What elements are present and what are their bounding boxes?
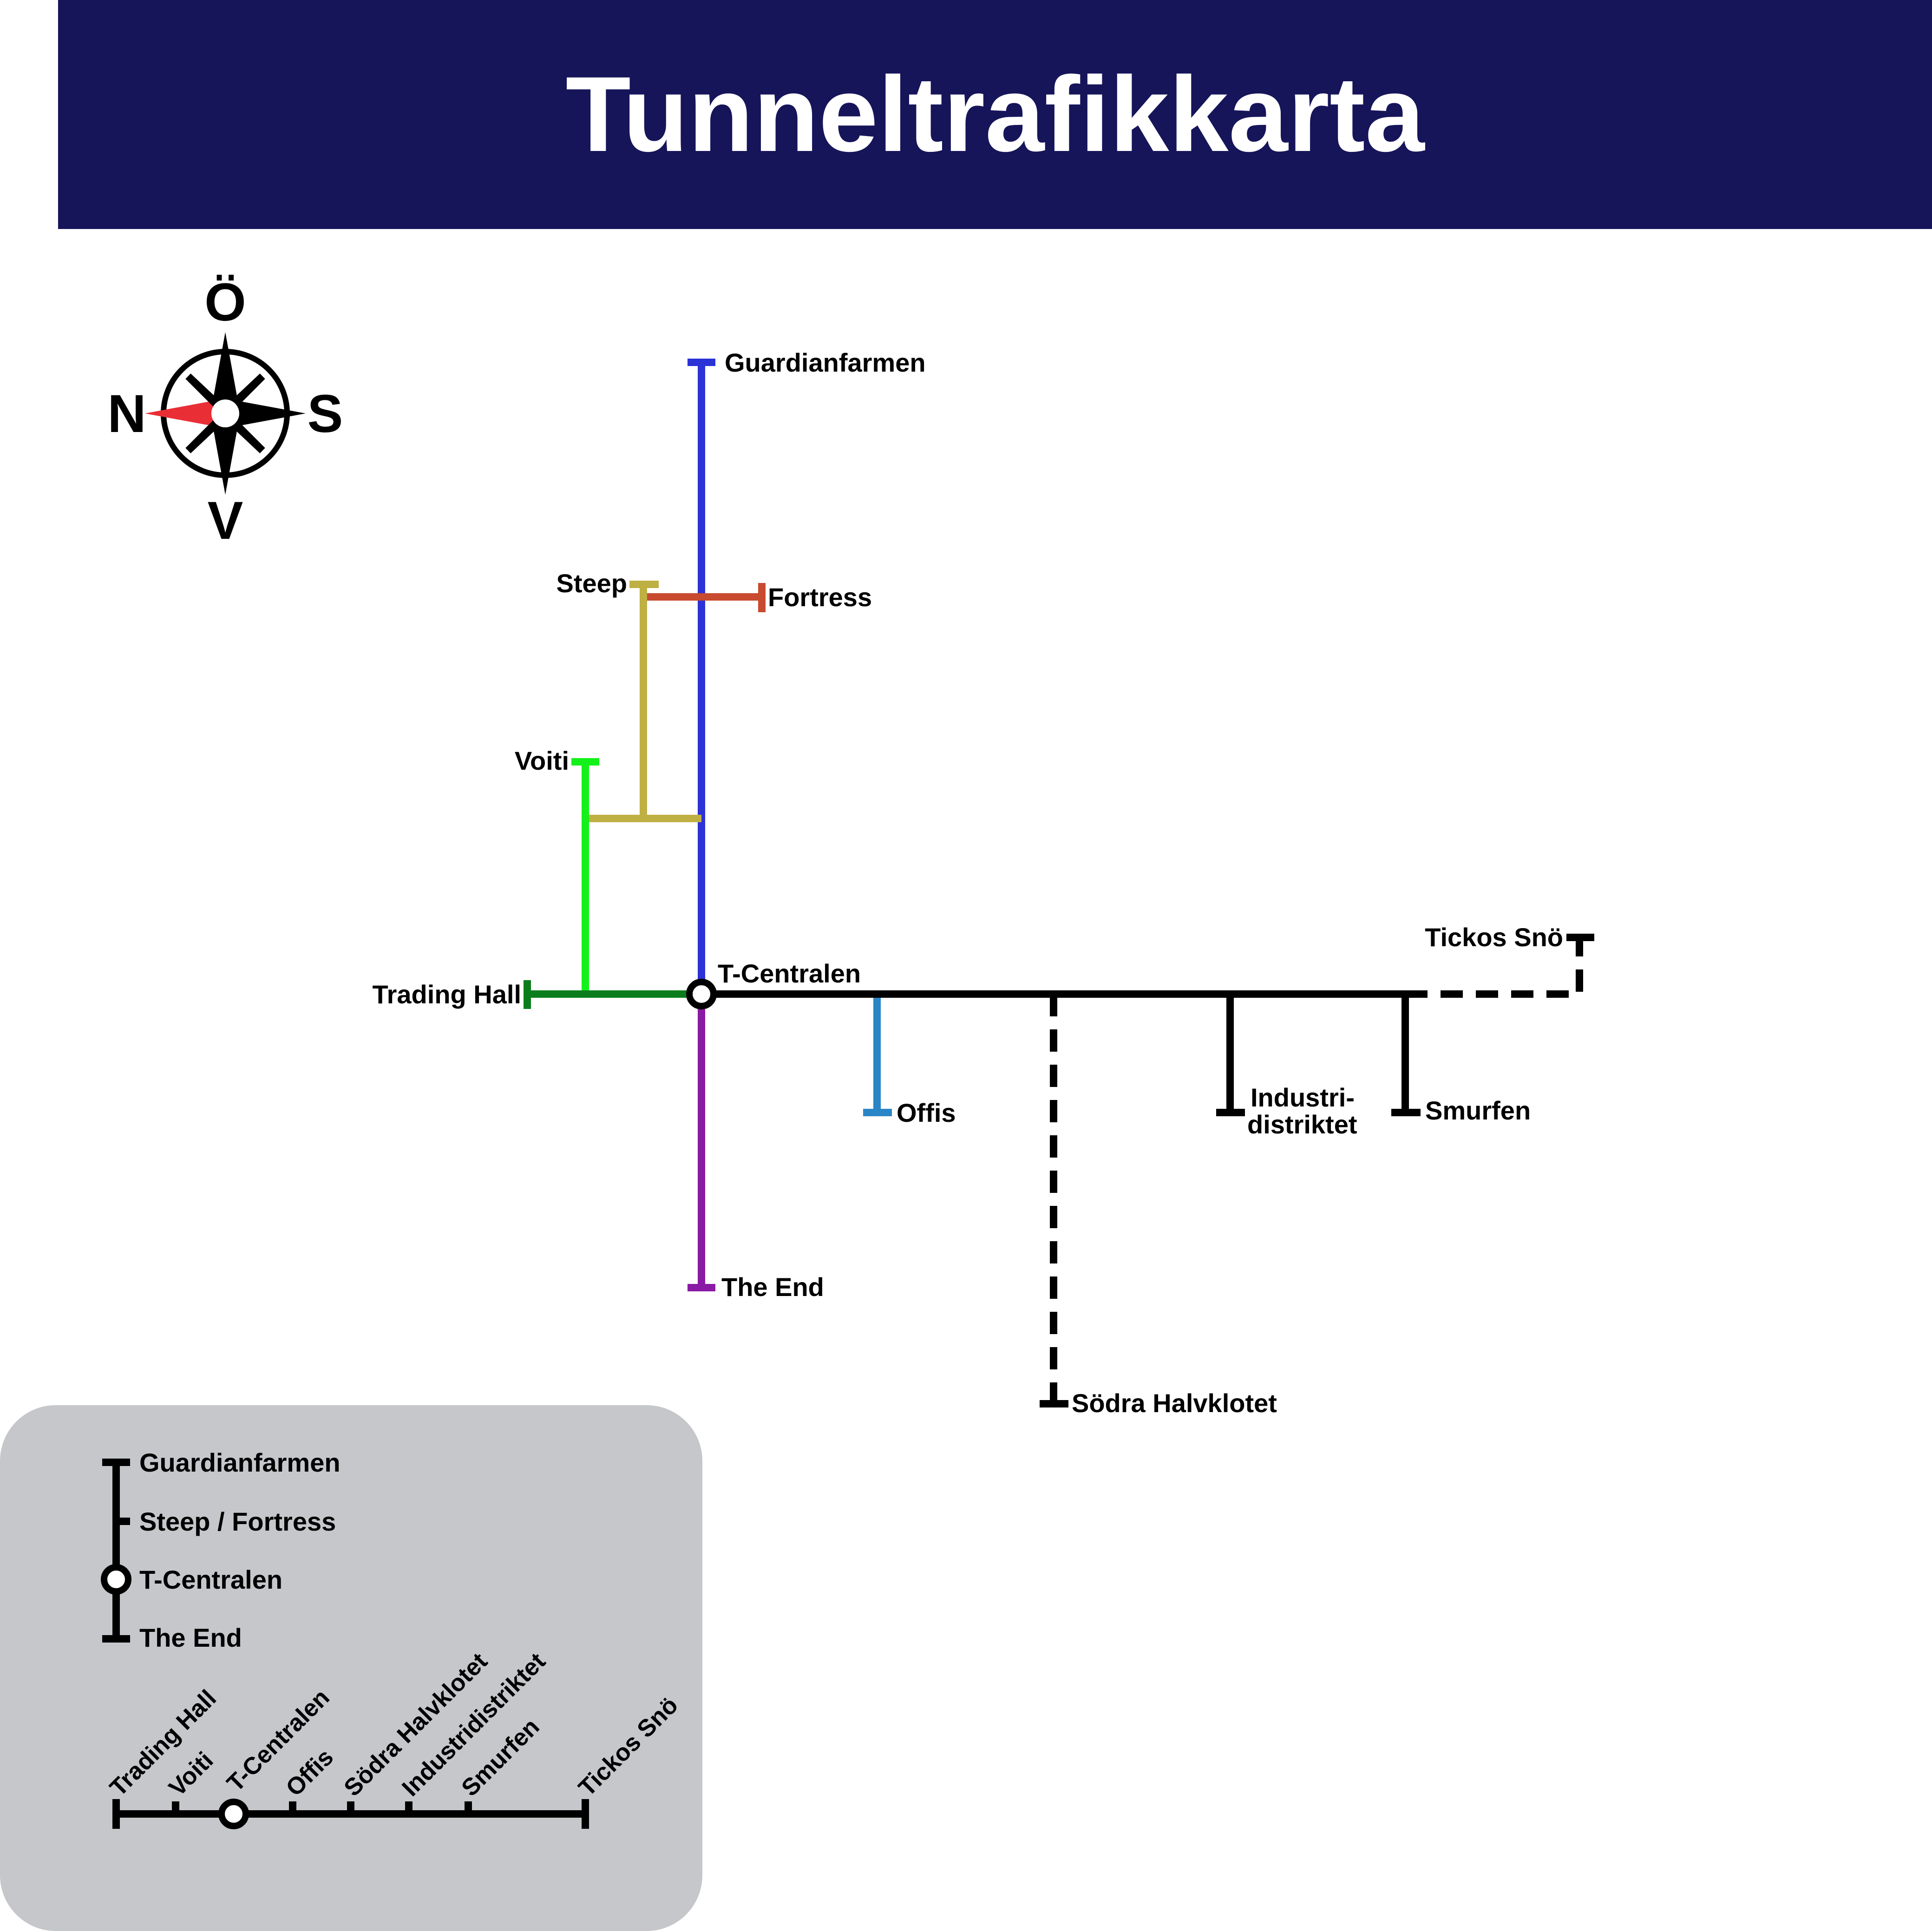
legend-vertical-label-3: T-Centralen <box>139 1565 282 1594</box>
label-trading-hall: Trading Hall <box>373 980 522 1009</box>
label-fortress: Fortress <box>768 583 872 612</box>
label-industridistriktet-2: distriktet <box>1247 1110 1357 1139</box>
legend-vertical-label-1: Guardianfarmen <box>139 1448 341 1477</box>
legend-panel: Guardianfarmen Steep / Fortress T-Centra… <box>0 1405 702 1931</box>
compass-icon <box>145 332 306 495</box>
label-steep: Steep <box>557 569 628 598</box>
legend-vertical-line <box>102 1459 130 1643</box>
line-steep <box>585 581 701 822</box>
legend-vertical-label-2: Steep / Fortress <box>139 1507 336 1536</box>
line-trading-hall <box>524 980 701 1009</box>
compass-west-label: V <box>208 491 243 550</box>
label-tickos-sno: Tickos Snö <box>1425 923 1563 952</box>
page-title: Tunneltrafikkarta <box>566 54 1426 174</box>
label-industridistriktet-1: Industri- <box>1251 1083 1355 1112</box>
line-offis <box>863 994 892 1116</box>
legend-horizontal-line <box>112 1799 589 1829</box>
label-offis: Offis <box>897 1098 956 1127</box>
line-sodra-halvklotet <box>1040 994 1068 1407</box>
line-the-end <box>688 994 715 1291</box>
label-sodra-halvklotet: Södra Halvklotet <box>1072 1388 1277 1418</box>
label-voiti: Voiti <box>515 746 569 775</box>
label-smurfen: Smurfen <box>1425 1096 1531 1125</box>
line-fortress <box>643 583 766 612</box>
legend-vertical-label-4: The End <box>139 1623 242 1652</box>
label-the-end: The End <box>721 1272 824 1302</box>
header-bar <box>58 0 1932 229</box>
compass-east-label: Ö <box>204 273 246 332</box>
station-t-centralen <box>686 979 717 1009</box>
line-tickos-sno <box>1405 934 1594 998</box>
label-t-centralen: T-Centralen <box>718 959 861 988</box>
legend-vertical-station-marker <box>101 1564 131 1595</box>
legend-horizontal-station-marker <box>218 1799 249 1829</box>
compass-south-label: S <box>308 384 343 444</box>
compass-north-label: N <box>107 384 146 444</box>
compass-north-needle <box>145 401 225 426</box>
line-voiti <box>571 758 599 994</box>
line-guardianfarmen <box>688 359 715 994</box>
label-guardianfarmen: Guardianfarmen <box>725 348 926 377</box>
